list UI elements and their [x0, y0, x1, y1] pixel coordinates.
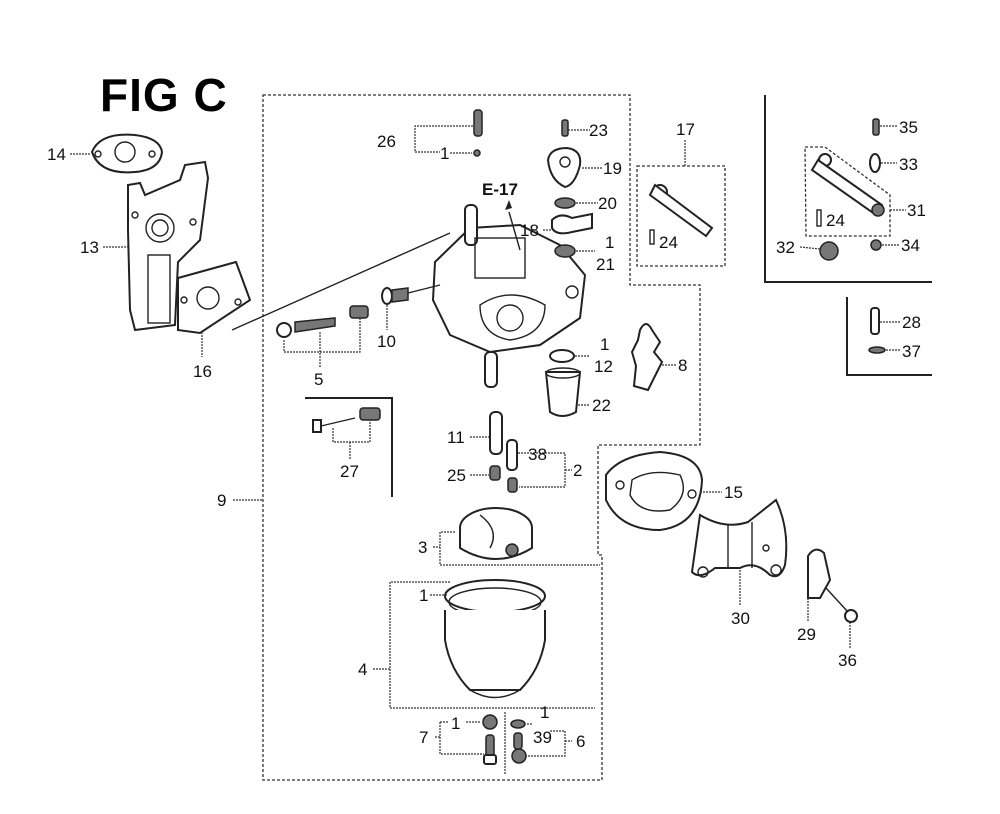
callout-36: 36	[838, 651, 857, 670]
part-screw-6	[510, 719, 527, 764]
callout-39: 39	[533, 728, 552, 747]
callout-29: 29	[797, 625, 816, 644]
part-valve-18	[551, 212, 593, 235]
group-box-31	[804, 146, 891, 237]
callout-38: 38	[528, 445, 547, 464]
callout-35: 35	[899, 118, 918, 137]
part-collar-33	[869, 153, 881, 173]
callout-1-screw: 1	[540, 703, 549, 722]
part-clip-37	[868, 346, 886, 354]
callout-24-right: 24	[826, 211, 845, 230]
callout-34: 34	[901, 236, 920, 255]
part-bolt-36	[825, 587, 858, 623]
callout-1-top: 1	[440, 144, 449, 163]
part-screw-2	[507, 477, 518, 493]
part-washer-20	[554, 197, 576, 209]
callout-6: 6	[576, 732, 585, 751]
assembly-boundary-9	[262, 94, 701, 781]
part-float-bowl-4	[444, 579, 546, 699]
callout-28: 28	[902, 313, 921, 332]
group-box-28-area	[846, 297, 932, 376]
part-jet-25	[489, 465, 501, 481]
part-carburetor-body	[431, 204, 587, 388]
callout-4: 4	[358, 660, 367, 679]
part-lever-31	[810, 153, 885, 227]
part-pin-28	[870, 307, 880, 335]
group-box-27	[305, 397, 393, 497]
part-jet-38	[506, 439, 518, 471]
part-lever-17	[648, 183, 714, 245]
part-bolt-7	[482, 714, 498, 765]
callout-21: 21	[596, 255, 615, 274]
part-screw-5	[276, 305, 369, 368]
part-screw-26	[414, 109, 483, 157]
callout-3: 3	[418, 538, 427, 557]
callout-2: 2	[573, 461, 582, 480]
callout-7: 7	[419, 728, 428, 747]
callout-19: 19	[603, 159, 622, 178]
part-screw-27	[312, 407, 381, 460]
callout-13: 13	[80, 238, 99, 257]
group-box-31-area	[764, 95, 932, 283]
callout-22: 22	[592, 396, 611, 415]
callout-12: 12	[594, 357, 613, 376]
group-box-17	[636, 165, 726, 267]
part-screw-10	[381, 284, 441, 330]
callout-1-bolt: 1	[451, 714, 460, 733]
part-screw-23	[561, 119, 569, 137]
callout-1-oring: 1	[600, 335, 609, 354]
callout-32: 32	[776, 238, 795, 257]
callout-8: 8	[678, 356, 687, 375]
reference-e17: E-17	[482, 180, 518, 199]
callout-25: 25	[447, 466, 466, 485]
callout-31: 31	[907, 201, 926, 220]
callout-23: 23	[589, 121, 608, 140]
part-gasket-8	[630, 323, 664, 392]
callout-33: 33	[899, 155, 918, 174]
part-gasket-15	[605, 450, 704, 532]
part-float-3	[459, 507, 533, 560]
part-gasket-16	[177, 260, 252, 335]
callout-14: 14	[47, 145, 66, 164]
callout-18: 18	[520, 221, 539, 240]
callout-15: 15	[724, 483, 743, 502]
callout-9: 9	[217, 491, 226, 510]
callout-16: 16	[193, 362, 212, 381]
callout-30: 30	[731, 609, 750, 628]
callout-26: 26	[377, 132, 396, 151]
callout-5: 5	[314, 370, 323, 389]
callout-24-left: 24	[659, 233, 678, 252]
part-oring-21	[554, 244, 576, 258]
part-screw-35	[872, 118, 880, 136]
part-clip-29	[807, 548, 832, 599]
callout-37: 37	[902, 342, 921, 361]
part-bracket-30	[690, 498, 788, 578]
callout-11: 11	[447, 428, 465, 447]
part-oring-12	[549, 349, 575, 363]
callout-17: 17	[676, 120, 695, 139]
callout-1-bowl: 1	[419, 586, 428, 605]
part-bowl-22	[544, 371, 582, 417]
part-insulator-13	[127, 160, 210, 332]
part-nozzle-11	[489, 411, 503, 455]
callout-20: 20	[598, 194, 617, 213]
figure-title: FIG C	[100, 69, 228, 121]
part-nut-32	[819, 241, 839, 261]
callout-1-valve: 1	[605, 233, 614, 252]
part-washer-34	[870, 239, 882, 251]
callout-10: 10	[377, 332, 396, 351]
callout-27: 27	[340, 462, 359, 481]
part-gasket-14	[90, 133, 164, 174]
